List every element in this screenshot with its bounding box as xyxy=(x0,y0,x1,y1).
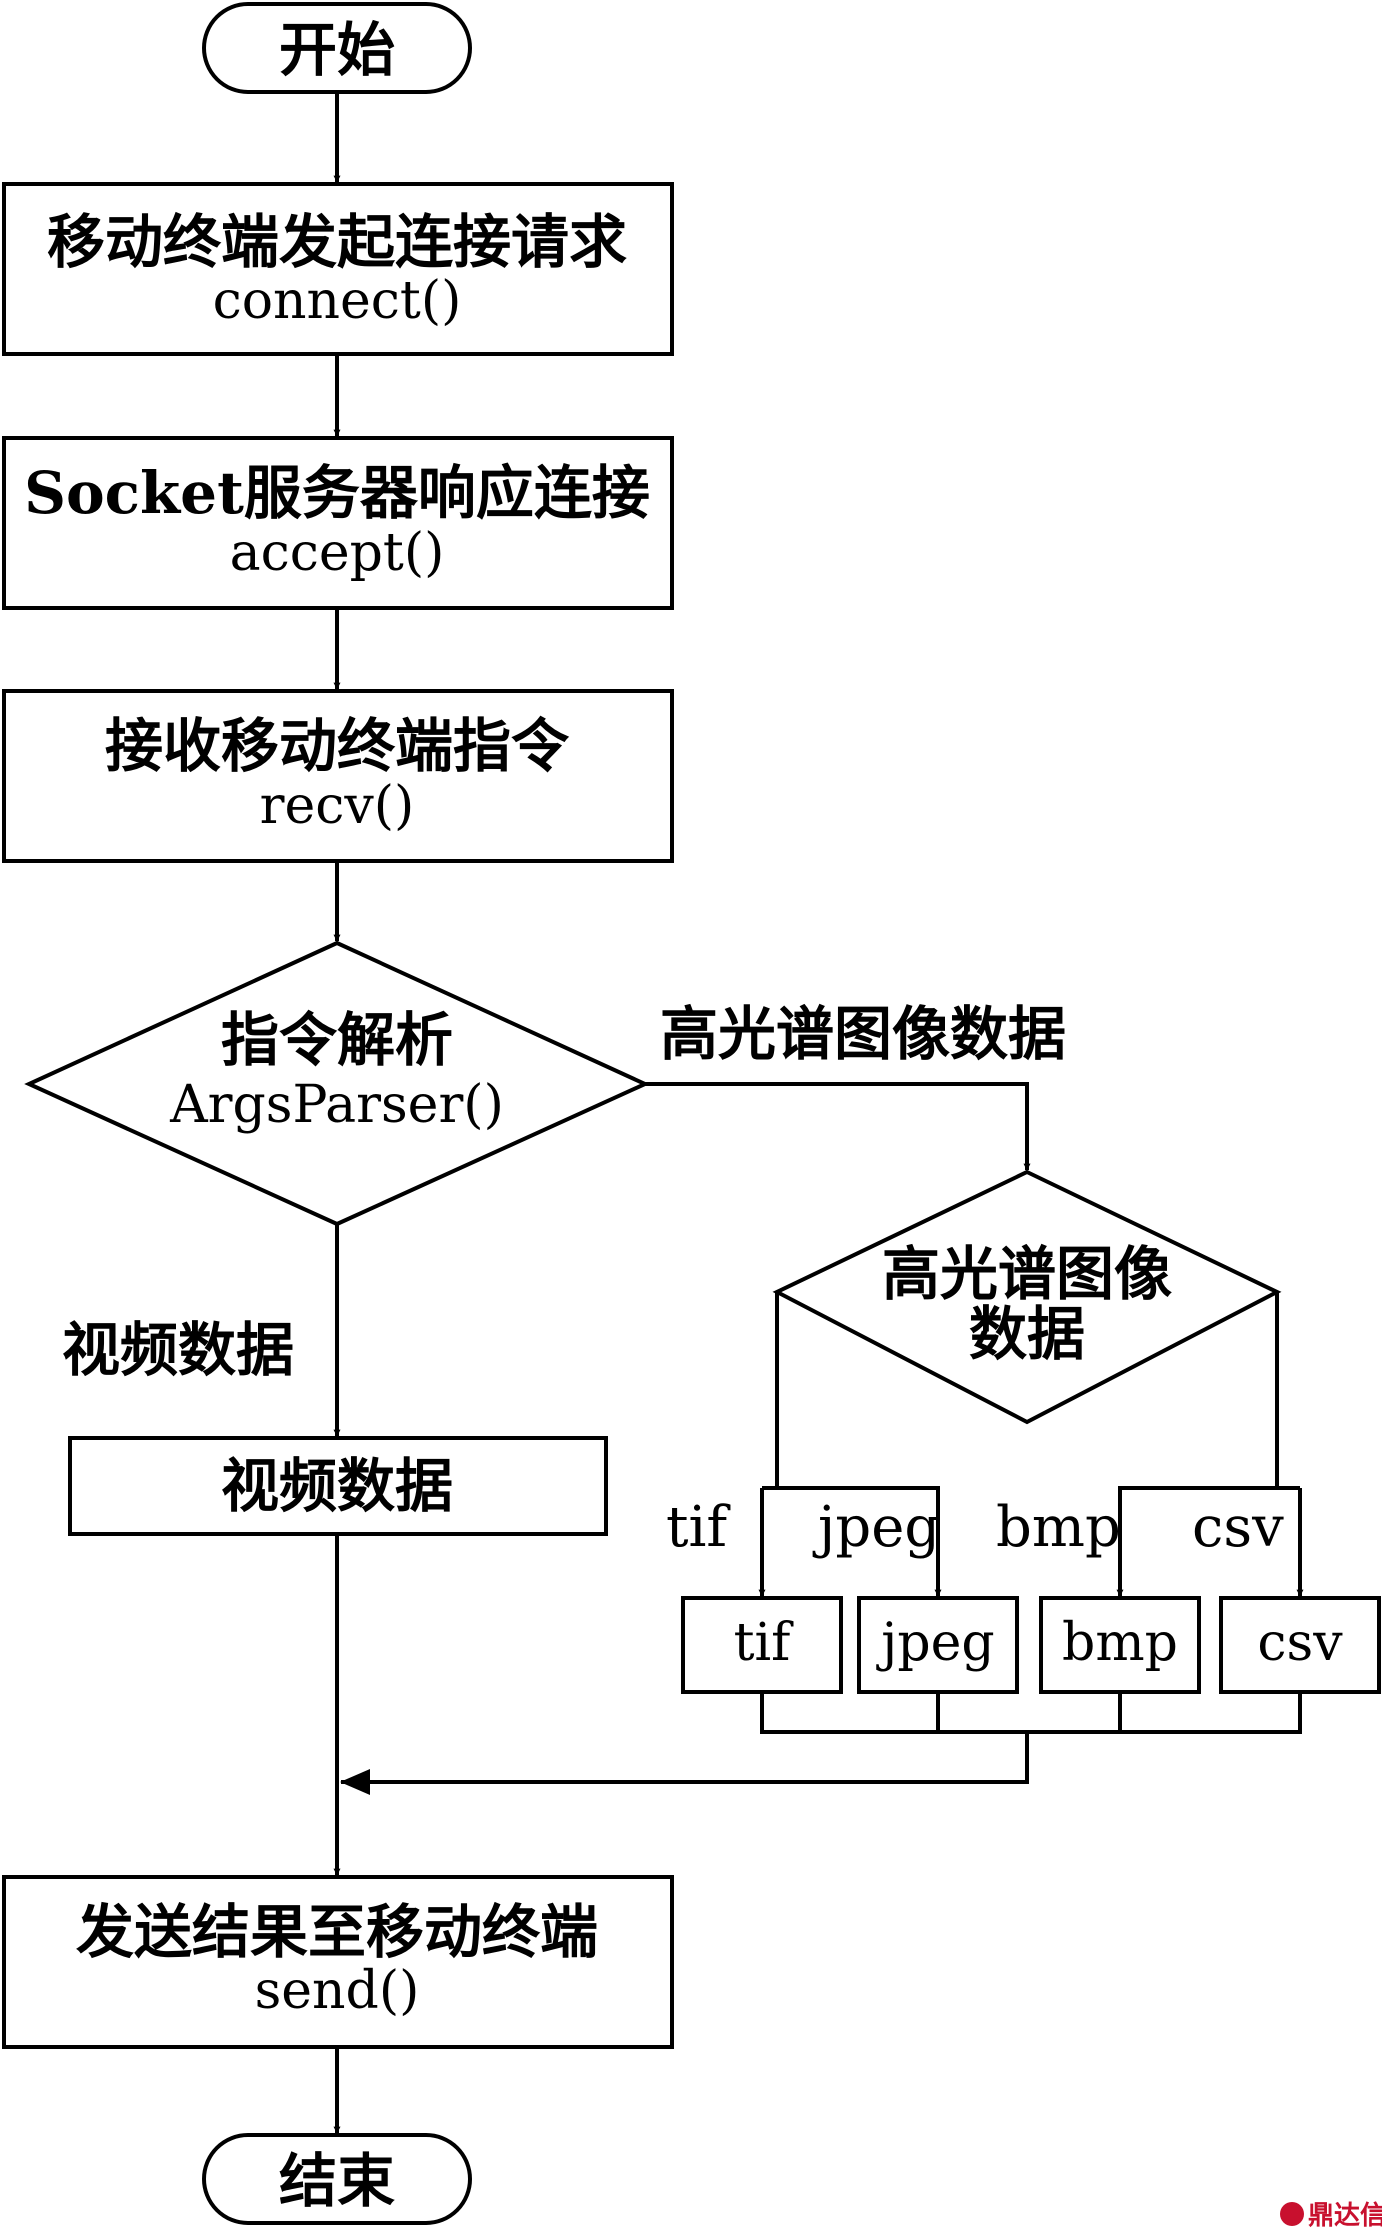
send-title: 发送结果至移动终端 xyxy=(76,1898,598,1966)
fmt-jpeg-label: jpeg xyxy=(876,1613,994,1673)
watermark-logo: 鼎达信 xyxy=(1280,2201,1382,2231)
fmt-tif-node xyxy=(681,1596,843,1694)
connect-node xyxy=(2,182,674,356)
edge-merge-to-main xyxy=(340,1732,1029,1795)
video-label: 视频数据 xyxy=(221,1452,453,1520)
fmt-csv-node xyxy=(1219,1596,1381,1694)
fmt-jpeg-node xyxy=(857,1596,1019,1694)
edge-to-bmp xyxy=(1116,1486,1300,1597)
fmt-csv-label: csv xyxy=(1257,1613,1343,1673)
watermark-text: 鼎达信 xyxy=(1308,2201,1382,2231)
accept-func: accept() xyxy=(230,523,445,583)
accept-node xyxy=(2,436,674,610)
hyper-line2: 数据 xyxy=(969,1300,1085,1368)
accept-title: Socket服务器响应连接 xyxy=(24,459,650,527)
fmt-tif-label: tif xyxy=(734,1613,795,1673)
recv-node xyxy=(2,689,674,863)
start-label: 开始 xyxy=(279,16,395,84)
parse-title: 指令解析 xyxy=(221,1006,453,1074)
connect-title: 移动终端发起连接请求 xyxy=(47,208,627,276)
edge-label-bmp: bmp xyxy=(996,1495,1121,1560)
edge-label-jpeg: jpeg xyxy=(812,1495,940,1560)
edge-label-csv: csv xyxy=(1192,1495,1284,1560)
end-node xyxy=(202,2133,472,2225)
edge-label-video: 视频数据 xyxy=(62,1316,294,1384)
recv-func: recv() xyxy=(260,776,415,836)
connect-func: connect() xyxy=(213,271,462,331)
edge-parse-hyper xyxy=(645,1082,1031,1171)
send-func: send() xyxy=(255,1961,420,2021)
fmt-bmp-node xyxy=(1039,1596,1201,1694)
end-label: 结束 xyxy=(279,2147,395,2215)
edge-to-jpeg xyxy=(762,1486,942,1597)
hyper-line1: 高光谱图像 xyxy=(882,1240,1172,1308)
fmt-bmp-label: bmp xyxy=(1062,1613,1178,1673)
edge-label-tif: tif xyxy=(666,1495,731,1560)
parse-func: ArgsParser() xyxy=(169,1075,504,1135)
video-node xyxy=(68,1436,608,1536)
recv-title: 接收移动终端指令 xyxy=(105,712,570,780)
edge-formats-merge xyxy=(760,1692,1302,1734)
edge-label-hyper: 高光谱图像数据 xyxy=(660,1000,1066,1068)
hyper-decision xyxy=(772,1169,1282,1425)
watermark-icon xyxy=(1280,2202,1304,2226)
